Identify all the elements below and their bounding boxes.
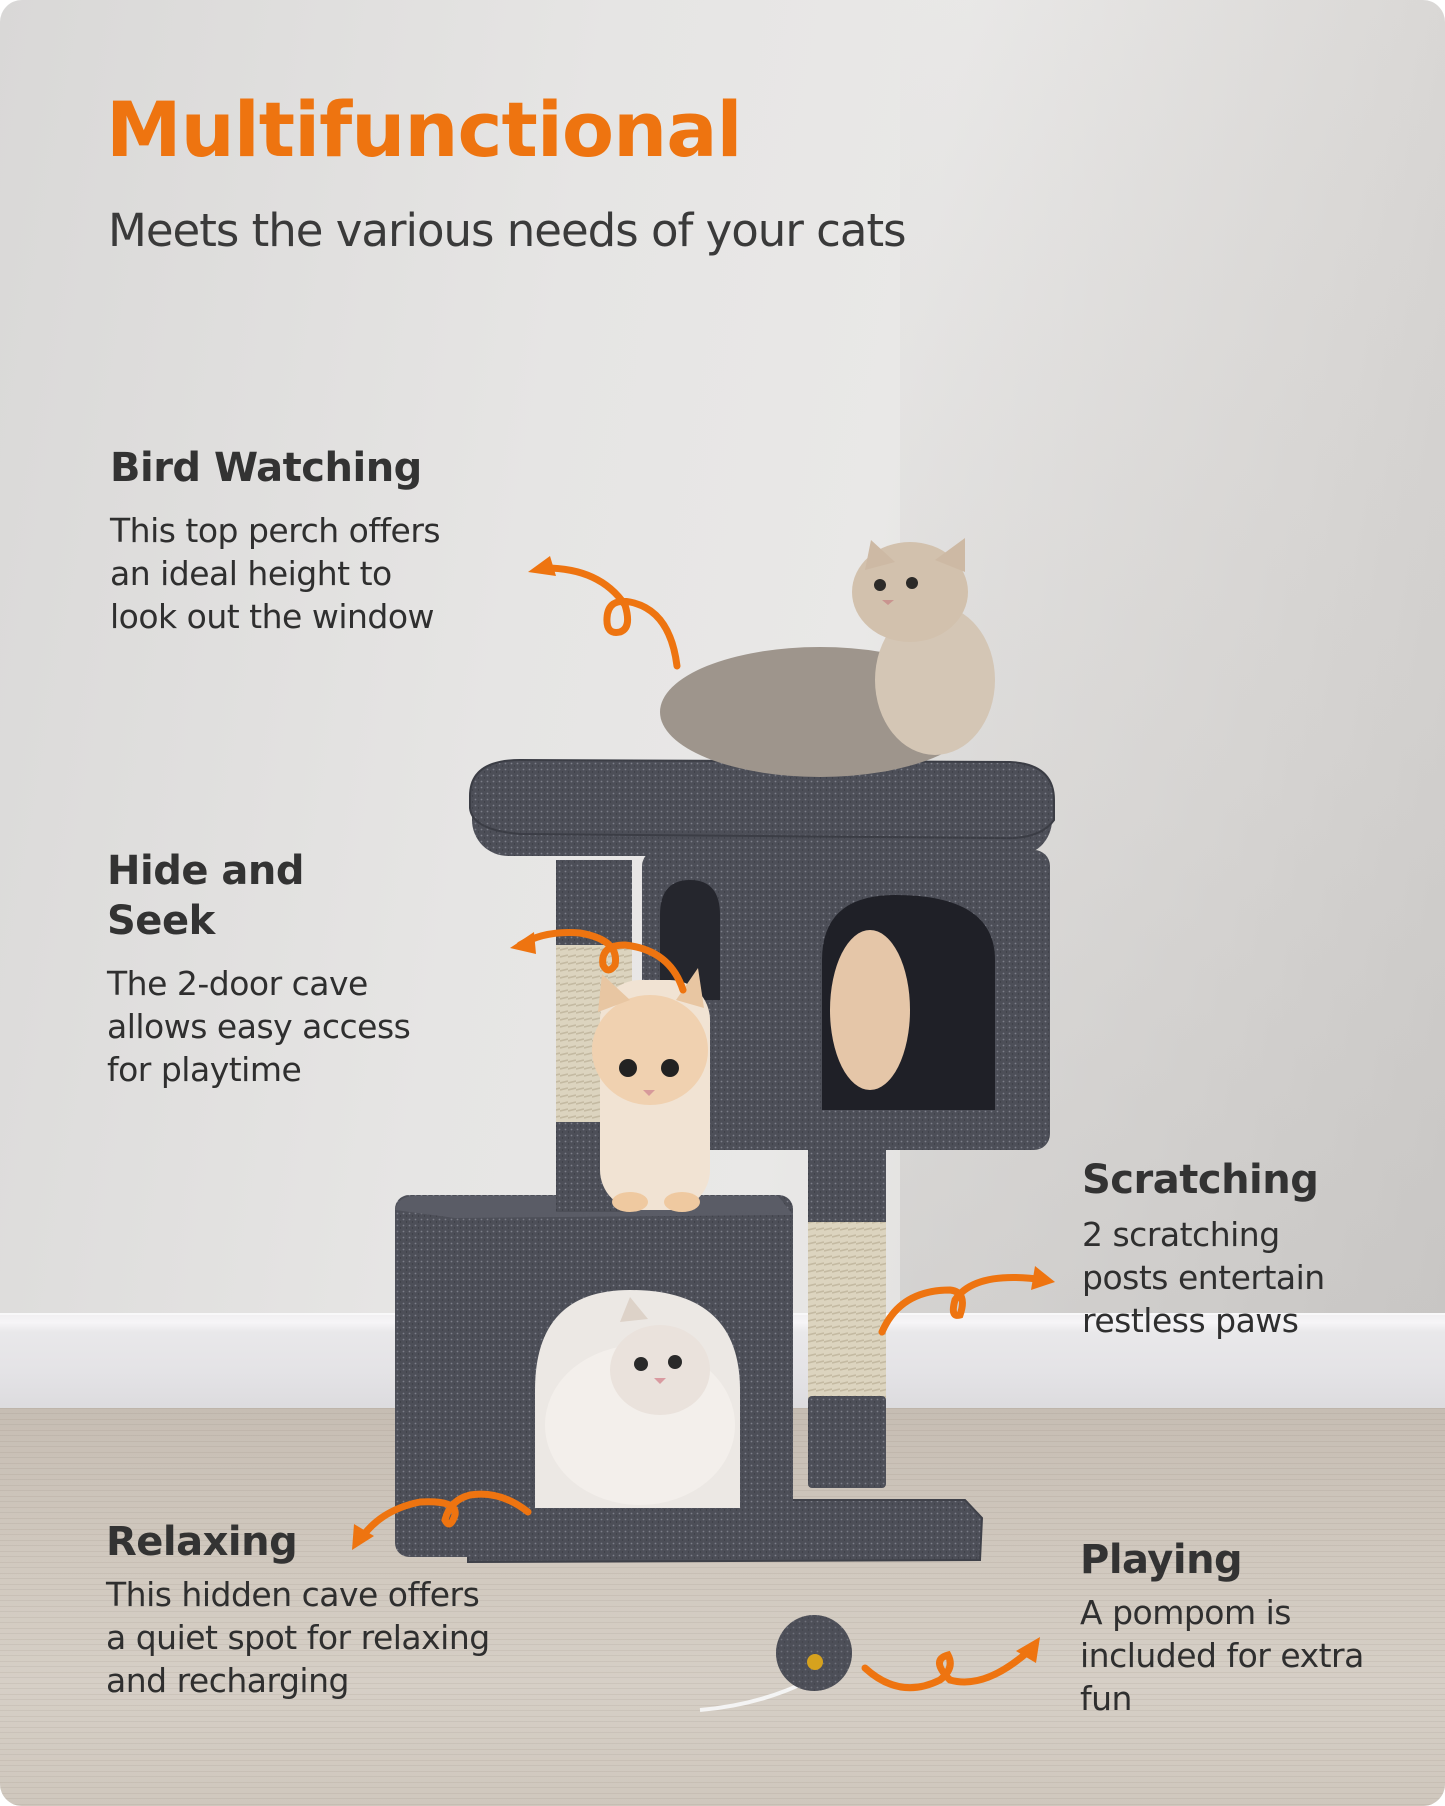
arrowhead-icon [1031,1266,1055,1290]
feature-title: Relaxing [106,1519,298,1565]
feature-title: Hide and Seek [107,848,304,944]
arrowhead-icon [528,556,556,576]
arrowhead-icon [1016,1637,1040,1663]
feature-relaxing: Relaxing This hidden cave offers a quiet… [106,1517,490,1702]
feature-bird-watching: Bird Watching This top perch offers an i… [110,443,441,638]
feature-playing: Playing A pompom is included for extra f… [1080,1535,1364,1720]
feature-description: The 2-door cave allows easy access for p… [107,964,411,1089]
feature-description: This hidden cave offers a quiet spot for… [106,1575,490,1700]
curly-arrow-icon [516,929,687,994]
curly-arrow-icon [541,564,681,670]
feature-description: 2 scratching posts entertain restless pa… [1082,1215,1325,1340]
arrowhead-icon [510,932,536,954]
feature-hide-and-seek: Hide and Seek The 2-door cave allows eas… [107,846,411,1091]
feature-title: Bird Watching [110,445,422,491]
feature-description: A pompom is included for extra fun [1080,1593,1364,1718]
curly-arrow-icon [356,1490,532,1544]
feature-scratching: Scratching 2 scratching posts entertain … [1082,1155,1325,1342]
arrowhead-icon [352,1524,374,1550]
feature-title: Playing [1080,1537,1243,1583]
feature-title: Scratching [1082,1157,1319,1203]
page-title: Multifunctional [106,85,743,174]
curly-arrow-icon [878,1274,1049,1336]
page-subtitle: Meets the various needs of your cats [108,204,907,257]
feature-description: This top perch offers an ideal height to… [110,511,441,636]
curly-arrow-icon [861,1646,1034,1692]
